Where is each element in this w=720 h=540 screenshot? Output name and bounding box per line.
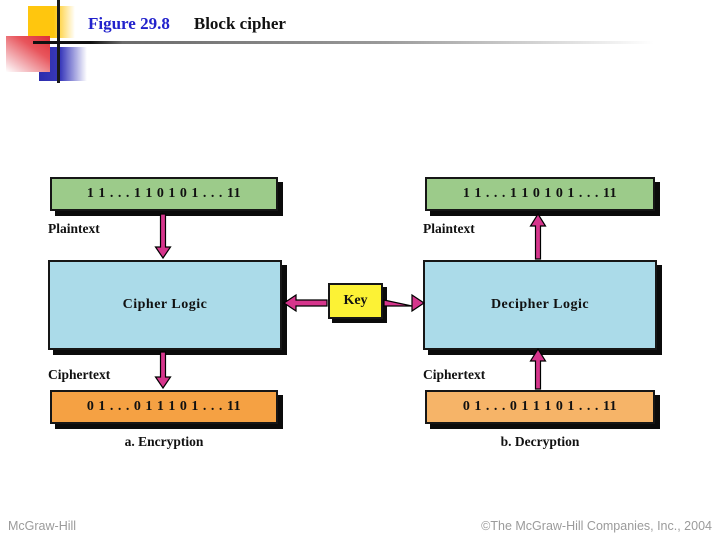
figure-title: Block cipher [193, 14, 286, 33]
decrypt-plaintext-bits-box: 1 1 . . . 1 1 0 1 0 1 . . . 11 [425, 177, 655, 211]
arrow-key-to-cipher [282, 293, 328, 313]
decrypt-ciphertext-label: Ciphertext [423, 367, 486, 382]
footer-publisher: McGraw-Hill [8, 519, 77, 533]
arrow-ciphertext-to-decipher [529, 347, 547, 390]
encrypt-ciphertext-bits-box: 0 1 . . . 0 1 1 1 0 1 . . . 11 [50, 390, 278, 424]
arrow-cipher-to-ciphertext [154, 351, 172, 390]
encrypt-plaintext-label: Plaintext [48, 221, 100, 236]
encrypt-ciphertext-label: Ciphertext [48, 367, 111, 382]
decrypt-ciphertext-bits-box: 0 1 . . . 0 1 1 1 0 1 . . . 11 [425, 390, 655, 424]
slide-title: Figure 29.8 Block cipher [88, 14, 286, 34]
arrow-key-to-decipher [383, 293, 426, 313]
decryption-caption: b. Decryption [500, 434, 580, 449]
header-rule-line [33, 41, 673, 44]
decipher-logic-box: Decipher Logic [423, 260, 657, 350]
corner-yellow-square [28, 6, 75, 38]
figure-number: Figure 29.8 [88, 14, 170, 33]
encryption-caption: a. Encryption [124, 434, 204, 449]
key-box: Key [328, 283, 383, 319]
decrypt-plaintext-label: Plaintext [423, 221, 475, 236]
footer-copyright: ©The McGraw-Hill Companies, Inc., 2004 [481, 519, 712, 533]
cipher-logic-box: Cipher Logic [48, 260, 282, 350]
encrypt-plaintext-bits-box: 1 1 . . . 1 1 0 1 0 1 . . . 11 [50, 177, 278, 211]
arrow-decipher-to-plaintext [529, 212, 547, 260]
arrow-plaintext-to-cipher [154, 213, 172, 260]
